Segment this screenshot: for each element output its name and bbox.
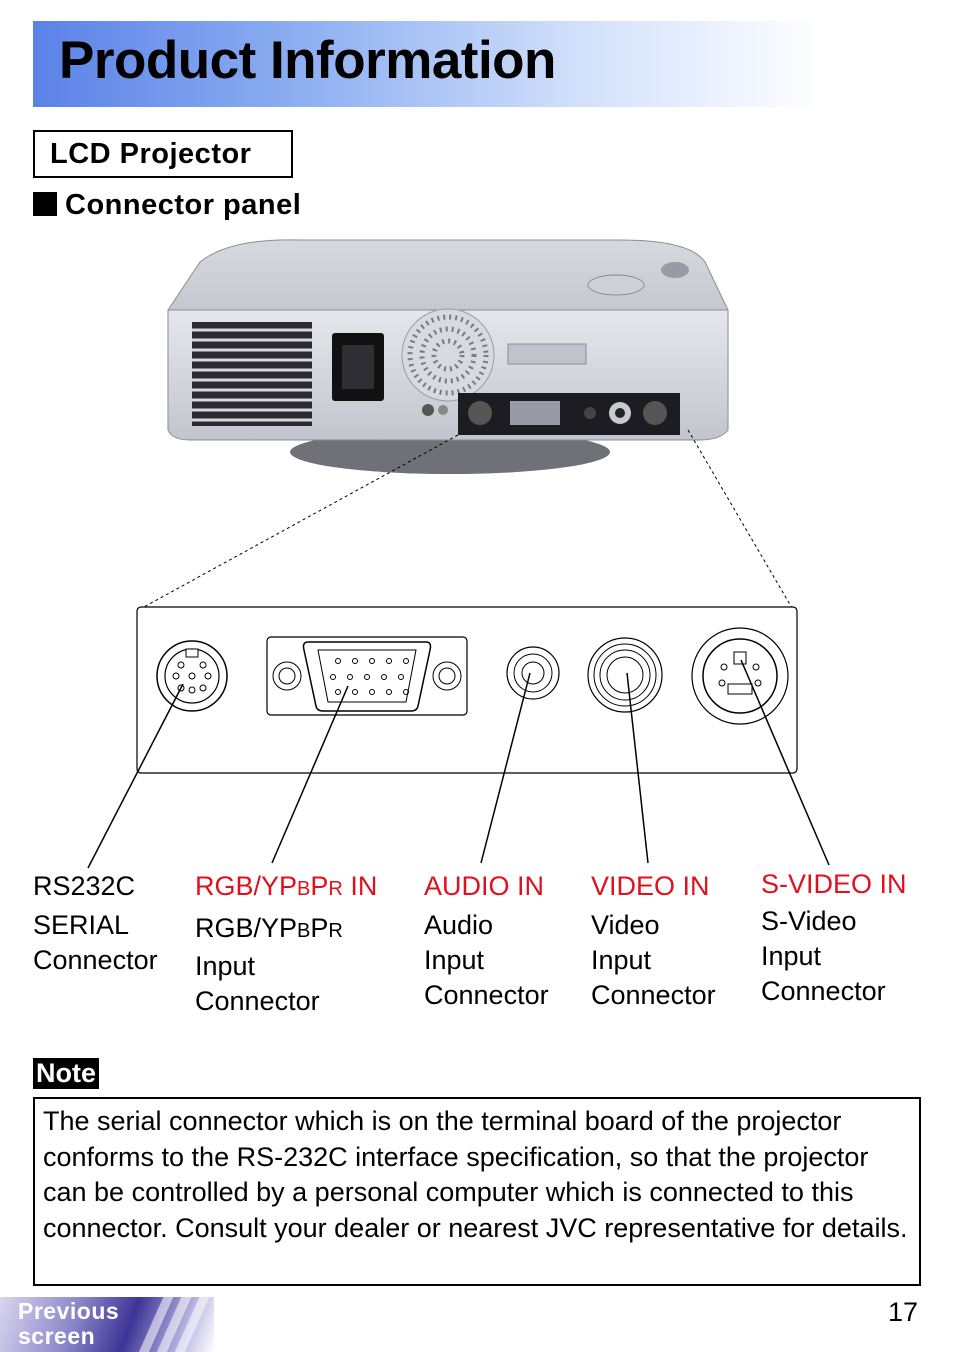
speaker-grille [401, 308, 495, 402]
section-heading-text: Connector panel [65, 189, 302, 221]
note-text: The serial connector which is on the ter… [43, 1106, 908, 1243]
rgb-desc-3: Connector [195, 986, 320, 1016]
audio-jack-icon [506, 646, 560, 700]
mini-din-connector-icon [156, 640, 228, 712]
product-label: LCD Projector [50, 138, 252, 170]
connector-label-rgb: RGB/YPBPR IN RGB/YPBPR Input Connector [195, 869, 377, 1019]
video-desc-1: Video [591, 910, 660, 940]
rs232c-desc-2: Connector [33, 945, 158, 975]
d-sub-connector-icon [266, 636, 468, 716]
video-desc-2: Input [591, 945, 652, 975]
audio-desc-1: Audio [424, 910, 494, 940]
projector-illustration [167, 239, 729, 474]
note-tag: Note [33, 1058, 99, 1089]
rca-jack-icon [587, 637, 663, 713]
connector-label-video: VIDEO IN Video Input Connector [591, 869, 716, 1013]
rs232c-name: RS232C [33, 871, 136, 901]
section-heading: Connector panel [33, 189, 301, 222]
note-box: The serial connector which is on the ter… [33, 1097, 921, 1286]
page-title: Product Information [59, 31, 556, 90]
video-name: VIDEO IN [591, 871, 710, 901]
zoom-guide-lines [141, 429, 793, 609]
connector-label-audio: AUDIO IN Audio Input Connector [424, 869, 549, 1013]
svideo-name: S-VIDEO IN [761, 869, 907, 899]
page-number: 17 [888, 1297, 919, 1327]
product-label-box: LCD Projector [33, 130, 293, 178]
video-desc-3: Connector [591, 980, 716, 1010]
s-video-connector-icon [691, 627, 789, 725]
connector-label-svideo: S-VIDEO IN S-Video Input Connector [761, 867, 907, 1009]
vent-grille [192, 322, 312, 426]
svideo-desc-2: Input [761, 941, 822, 971]
connector-label-rs232c: RS232C SERIAL Connector [33, 869, 158, 978]
rgb-name: RGB/YPBPR IN [195, 871, 378, 901]
audio-desc-3: Connector [424, 980, 549, 1010]
audio-name: AUDIO IN [424, 871, 545, 901]
svideo-desc-3: Connector [761, 976, 886, 1006]
rgb-desc-1: RGB/YPBPR [195, 913, 343, 943]
callout-lines [87, 659, 830, 869]
bullet-square-icon [33, 192, 57, 216]
svideo-desc-1: S-Video [761, 906, 857, 936]
title-banner: Product Information [33, 21, 823, 107]
rgb-desc-2: Input [195, 951, 256, 981]
terminal-strip [458, 393, 680, 435]
audio-desc-2: Input [424, 945, 485, 975]
previous-screen-button[interactable]: Previous screen [0, 1297, 214, 1352]
rs232c-desc-1: SERIAL [33, 910, 130, 940]
previous-screen-label: Previous screen [18, 1298, 120, 1349]
